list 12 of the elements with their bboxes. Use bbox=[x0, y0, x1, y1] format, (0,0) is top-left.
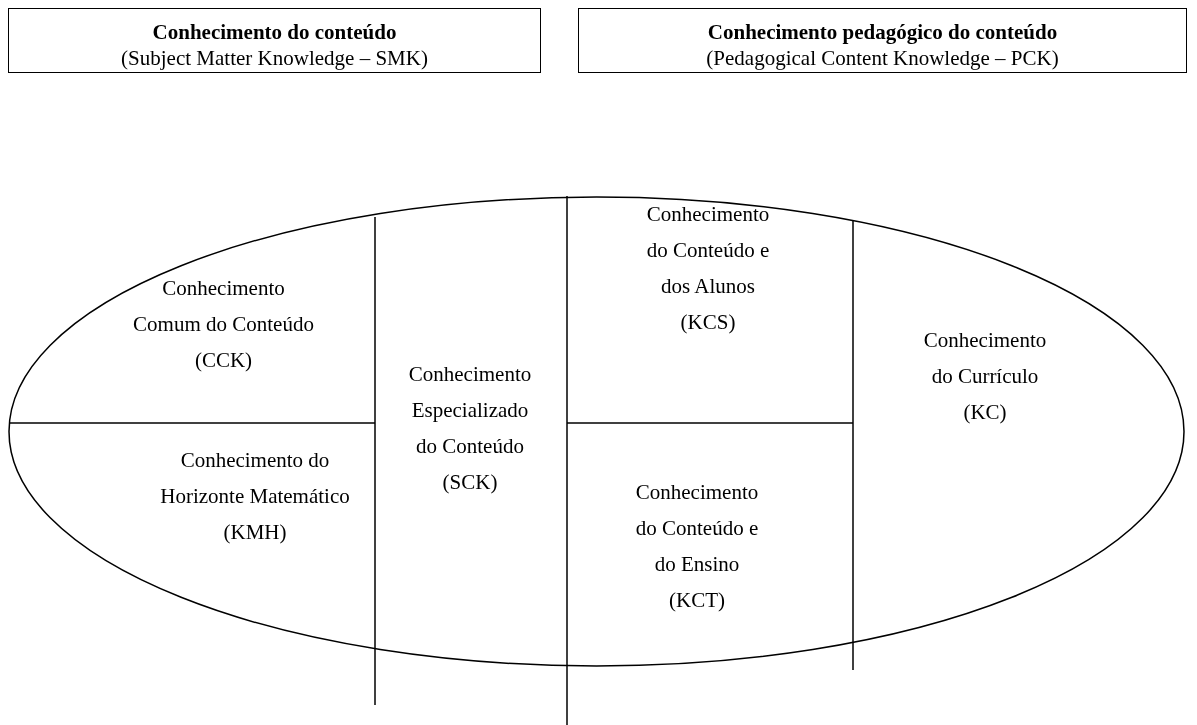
header-box bbox=[578, 8, 1187, 73]
section-label: Conhecimento Especializado do Conteúdo (SCK) bbox=[400, 356, 540, 502]
section-label: Conhecimento do Conteúdo e dos Alunos (KCS) bbox=[638, 196, 778, 342]
section-label: Conhecimento do Horizonte Matemático (KMH) bbox=[150, 442, 360, 552]
subheading: (Pedagogical Content Knowledge – PCK) bbox=[705, 45, 1060, 71]
heading: Conhecimento pedagógico do conteúdo bbox=[706, 19, 1059, 45]
section-label: Conhecimento do Conteúdo e do Ensino (KCT) bbox=[627, 474, 767, 620]
subheading: (Subject Matter Knowledge – SMK) bbox=[120, 45, 429, 71]
header-box bbox=[8, 8, 541, 73]
section-label: Conhecimento do Currículo (KC) bbox=[915, 322, 1055, 432]
heading: Conhecimento do conteúdo bbox=[151, 19, 398, 45]
section-label: Conhecimento Comum do Conteúdo (CCK) bbox=[126, 270, 321, 380]
